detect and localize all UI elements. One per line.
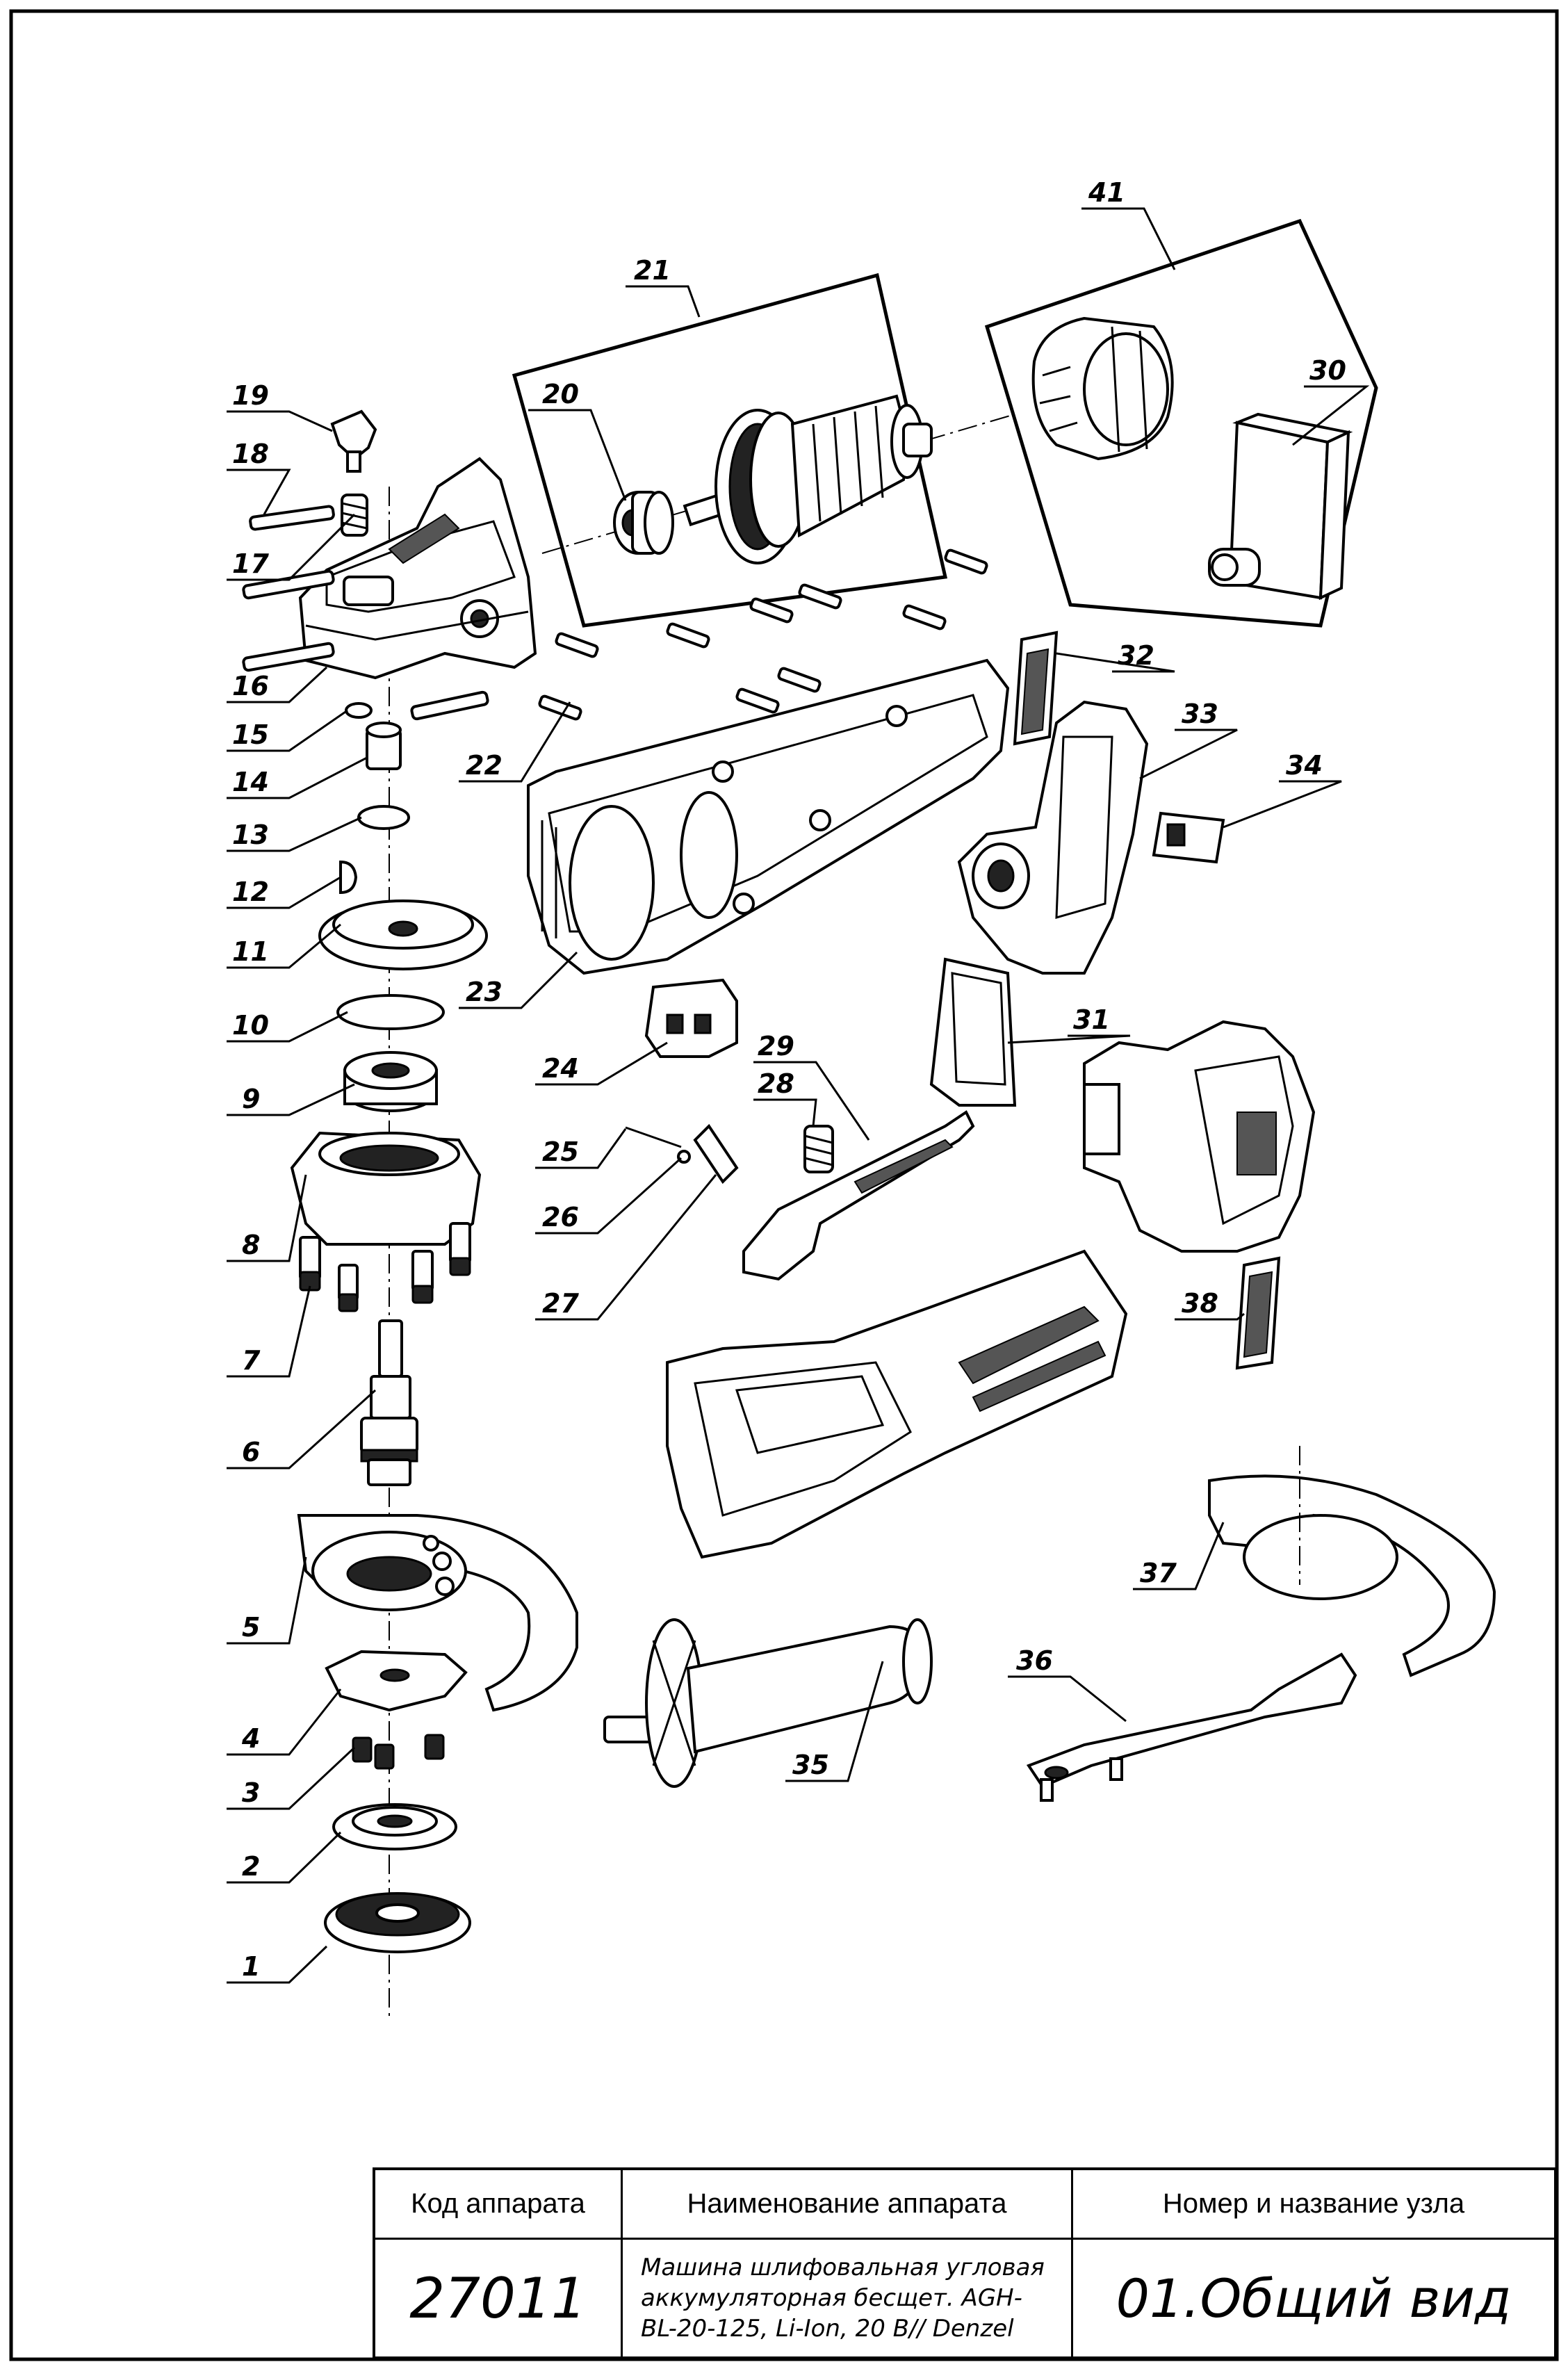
code-header: Код аппарата <box>375 2170 623 2240</box>
device-name-line-1: Машина шлифовальная угловая <box>641 2254 1045 2281</box>
callout-19: 19 <box>232 380 269 411</box>
device-name: Машина шлифовальная угловая аккумуляторн… <box>623 2240 1073 2356</box>
callout-4: 4 <box>241 1723 260 1754</box>
armature-group-outline <box>512 272 948 628</box>
part-24-switch-box <box>644 978 738 1058</box>
stator-group-outline <box>984 218 1378 628</box>
callout-28: 28 <box>758 1068 794 1099</box>
callout-33: 33 <box>1182 699 1218 729</box>
callout-24: 24 <box>542 1053 579 1084</box>
part-3-screws <box>352 1734 445 1770</box>
part-35-side-handle <box>603 1618 933 1788</box>
part-19-lock-button <box>330 409 377 473</box>
part-26-spring <box>677 1150 691 1164</box>
part-23-housing-half <box>527 658 1010 975</box>
part-9-bearing <box>343 1051 438 1112</box>
part-33-rear-housing <box>957 700 1149 975</box>
callout-26: 26 <box>542 1202 579 1232</box>
part-13-circlip <box>357 805 410 830</box>
callout-20: 20 <box>542 379 579 409</box>
callout-17: 17 <box>232 548 269 579</box>
part-11-flange <box>318 899 488 970</box>
part-10-retaining-ring <box>336 994 445 1030</box>
callout-23: 23 <box>466 977 503 1007</box>
part-7-screws <box>299 1222 471 1312</box>
callout-31: 31 <box>1073 1004 1110 1035</box>
callout-21: 21 <box>634 255 671 286</box>
part-25-pin <box>625 1126 682 1148</box>
part-37-guard <box>1208 1446 1496 1677</box>
callout-7: 7 <box>242 1345 261 1376</box>
part-32-vent <box>1013 630 1059 746</box>
name-header: Наименование аппарата <box>623 2170 1073 2240</box>
callout-36: 36 <box>1016 1645 1053 1676</box>
part-18-screws <box>242 505 489 721</box>
part-36-pin-spanner <box>1026 1652 1357 1802</box>
callout-38: 38 <box>1182 1288 1218 1319</box>
part-22-screws <box>538 548 988 721</box>
callout-12: 12 <box>232 877 269 907</box>
callout-9: 9 <box>242 1084 260 1114</box>
callout-14: 14 <box>232 767 269 797</box>
unit-header: Номер и название узла <box>1073 2170 1554 2240</box>
drawing-frame <box>9 9 1559 2361</box>
device-name-line-2: аккумуляторная бесщет. AGH- <box>641 2284 1022 2312</box>
part-41-stator <box>1031 316 1174 461</box>
callout-3: 3 <box>242 1777 260 1808</box>
callout-18: 18 <box>232 439 269 469</box>
callout-35: 35 <box>792 1750 829 1780</box>
part-15-washer <box>345 702 373 719</box>
part-31-pcb <box>929 957 1017 1107</box>
device-name-line-3: BL-20-125, Li-Ion, 20 В// Denzel <box>641 2315 1014 2343</box>
part-14-bushing <box>366 722 402 770</box>
unit-name: 01.Общий вид <box>1116 2267 1512 2329</box>
callout-15: 15 <box>232 719 269 750</box>
part-battery-mount <box>1083 1020 1316 1253</box>
callout-27: 27 <box>542 1288 579 1319</box>
callout-25: 25 <box>542 1137 579 1167</box>
part-6-spindle <box>360 1319 418 1486</box>
part-29-trigger-paddle <box>742 1110 975 1281</box>
callout-22: 22 <box>466 750 503 781</box>
part-34-switch <box>1152 811 1225 864</box>
part-12-key <box>339 860 358 895</box>
leader-lines <box>227 207 1370 1984</box>
callout-10: 10 <box>232 1010 269 1041</box>
callout-labels: 1 2 3 4 5 6 7 8 9 10 11 12 13 14 15 16 1… <box>232 177 1346 1982</box>
callout-41: 41 <box>1088 177 1125 208</box>
part-28-spring <box>803 1125 834 1173</box>
device-code: 27011 <box>375 2240 623 2356</box>
part-8-bearing-housing <box>290 1131 482 1246</box>
part-21-armature <box>683 394 933 564</box>
callout-6: 6 <box>242 1437 260 1467</box>
part-4-clamp-plate <box>325 1650 468 1712</box>
part-1-outer-nut <box>324 1892 471 1953</box>
callout-11: 11 <box>232 936 269 967</box>
part-20-bearing <box>613 491 674 555</box>
title-block: Код аппарата Наименование аппарата Номер… <box>373 2167 1557 2359</box>
callout-37: 37 <box>1140 1558 1177 1588</box>
part-30-controller <box>1208 412 1353 601</box>
callout-34: 34 <box>1286 750 1323 781</box>
callout-13: 13 <box>232 820 269 850</box>
callout-16: 16 <box>232 671 269 701</box>
callout-29: 29 <box>758 1031 794 1061</box>
part-2-inner-flange <box>332 1803 457 1850</box>
callout-30: 30 <box>1309 355 1346 386</box>
callout-2: 2 <box>242 1851 260 1882</box>
part-16-gear-housing <box>298 457 537 680</box>
part-5-wheel-guard <box>297 1514 578 1712</box>
part-27-lever <box>693 1123 739 1184</box>
callout-1: 1 <box>242 1951 260 1982</box>
part-main-housing <box>666 1249 1128 1559</box>
callout-32: 32 <box>1118 640 1154 671</box>
callout-8: 8 <box>242 1230 260 1260</box>
callout-5: 5 <box>242 1612 260 1643</box>
part-38-vent <box>1235 1256 1281 1370</box>
